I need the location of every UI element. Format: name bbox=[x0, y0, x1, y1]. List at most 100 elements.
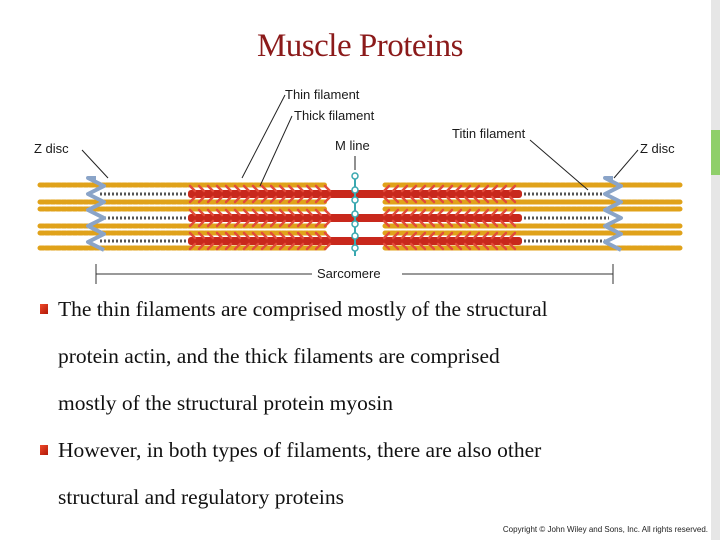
myosin-head bbox=[269, 208, 278, 217]
myosin-head bbox=[251, 208, 260, 217]
myosin-head bbox=[314, 242, 323, 251]
bullet-line: The thin filaments are comprised mostly … bbox=[58, 297, 548, 321]
myosin-head bbox=[391, 219, 400, 228]
myosin-head bbox=[287, 242, 296, 251]
myosin-head bbox=[418, 184, 427, 193]
bullet-line: However, in both types of filaments, the… bbox=[58, 438, 542, 462]
myosin-head bbox=[454, 242, 463, 251]
myosin-head bbox=[287, 231, 296, 240]
myosin-head bbox=[278, 219, 287, 228]
myosin-head bbox=[278, 231, 287, 240]
myosin-head bbox=[224, 231, 233, 240]
myosin-head bbox=[490, 219, 499, 228]
label-thin-filament: Thin filament bbox=[285, 87, 360, 102]
myosin-head bbox=[242, 208, 251, 217]
myosin-head bbox=[427, 184, 436, 193]
myosin-head bbox=[314, 208, 323, 217]
myosin-head bbox=[224, 208, 233, 217]
myosin-head bbox=[427, 219, 436, 228]
myosin-head bbox=[296, 195, 305, 204]
myosin-head bbox=[188, 242, 197, 251]
label-z-disc-right: Z disc bbox=[640, 141, 675, 156]
myosin-head bbox=[314, 231, 323, 240]
myosin-head bbox=[382, 231, 391, 240]
myosin-head bbox=[188, 219, 197, 228]
myosin-head bbox=[323, 195, 332, 204]
myosin-head bbox=[260, 184, 269, 193]
myosin-head bbox=[242, 184, 251, 193]
myosin-head bbox=[472, 208, 481, 217]
myosin-head bbox=[472, 242, 481, 251]
myosin-head bbox=[269, 195, 278, 204]
myosin-head bbox=[251, 195, 260, 204]
myosin-head bbox=[463, 219, 472, 228]
myosin-head bbox=[436, 195, 445, 204]
myosin-head bbox=[251, 219, 260, 228]
myosin-head bbox=[400, 184, 409, 193]
myosin-head bbox=[472, 231, 481, 240]
myosin-head bbox=[445, 184, 454, 193]
myosin-head bbox=[260, 195, 269, 204]
myosin-head bbox=[242, 242, 251, 251]
myosin-head bbox=[233, 219, 242, 228]
filament-layer bbox=[37, 172, 683, 256]
myosin-head bbox=[287, 184, 296, 193]
label-sarcomere: Sarcomere bbox=[317, 266, 381, 281]
myosin-head bbox=[206, 242, 215, 251]
myosin-head bbox=[472, 184, 481, 193]
myosin-head bbox=[400, 208, 409, 217]
myosin-head bbox=[323, 184, 332, 193]
m-line-node bbox=[351, 232, 359, 240]
myosin-head bbox=[269, 231, 278, 240]
bullet-item: The thin filaments are comprised mostly … bbox=[40, 286, 690, 427]
myosin-head bbox=[436, 184, 445, 193]
myosin-head bbox=[296, 219, 305, 228]
myosin-head bbox=[391, 195, 400, 204]
myosin-head bbox=[490, 195, 499, 204]
myosin-head bbox=[454, 184, 463, 193]
myosin-head bbox=[278, 208, 287, 217]
myosin-head bbox=[278, 184, 287, 193]
myosin-head bbox=[206, 184, 215, 193]
myosin-head bbox=[382, 219, 391, 228]
myosin-head bbox=[323, 208, 332, 217]
myosin-head bbox=[490, 231, 499, 240]
myosin-head bbox=[463, 231, 472, 240]
myosin-head bbox=[490, 184, 499, 193]
myosin-head bbox=[314, 195, 323, 204]
myosin-head bbox=[323, 219, 332, 228]
myosin-head bbox=[463, 242, 472, 251]
myosin-head bbox=[242, 231, 251, 240]
myosin-head bbox=[224, 184, 233, 193]
myosin-head bbox=[418, 195, 427, 204]
myosin-head bbox=[242, 195, 251, 204]
myosin-head bbox=[481, 184, 490, 193]
label-thick-filament: Thick filament bbox=[294, 108, 375, 123]
myosin-head bbox=[197, 184, 206, 193]
myosin-head bbox=[382, 195, 391, 204]
myosin-head bbox=[436, 208, 445, 217]
myosin-head bbox=[436, 242, 445, 251]
myosin-head bbox=[197, 195, 206, 204]
myosin-head bbox=[463, 195, 472, 204]
myosin-head bbox=[427, 242, 436, 251]
myosin-head bbox=[508, 208, 517, 217]
myosin-head bbox=[454, 195, 463, 204]
myosin-head bbox=[305, 242, 314, 251]
m-line-node bbox=[351, 186, 359, 194]
myosin-head bbox=[278, 242, 287, 251]
myosin-head bbox=[215, 184, 224, 193]
myosin-head bbox=[188, 208, 197, 217]
myosin-head bbox=[269, 242, 278, 251]
myosin-head bbox=[233, 231, 242, 240]
myosin-head bbox=[418, 231, 427, 240]
myosin-head bbox=[499, 184, 508, 193]
myosin-head bbox=[445, 195, 454, 204]
myosin-head bbox=[206, 208, 215, 217]
myosin-head bbox=[400, 242, 409, 251]
myosin-head bbox=[400, 219, 409, 228]
myosin-head bbox=[382, 184, 391, 193]
label-m-line: M line bbox=[335, 138, 370, 153]
myosin-head bbox=[260, 242, 269, 251]
